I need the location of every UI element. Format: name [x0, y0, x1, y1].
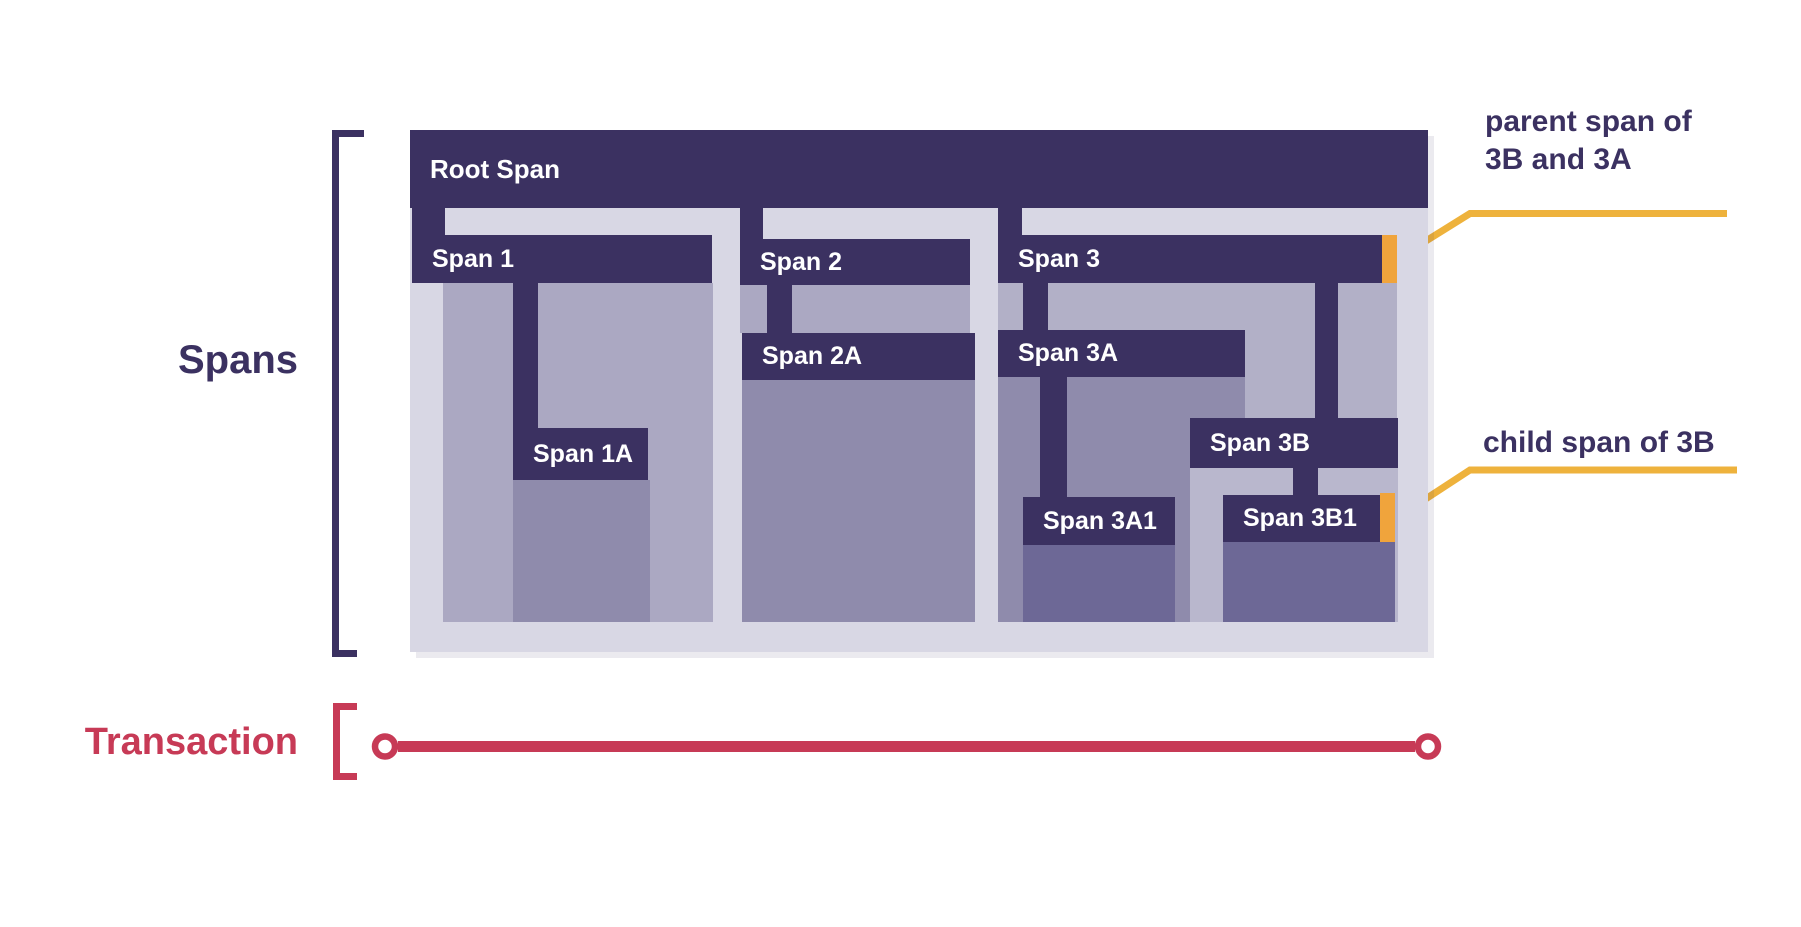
span3b1-body	[1223, 542, 1395, 622]
span3a-to-span3a1-connector	[1040, 377, 1067, 497]
span2-to-span2a-connector	[767, 285, 792, 333]
span3b-label: Span 3B	[1210, 428, 1311, 457]
span2a-bar: Span 2A	[742, 333, 975, 380]
span3b1-label: Span 3B1	[1243, 504, 1357, 532]
span3b1-bar: Span 3B1	[1223, 495, 1380, 542]
span1-to-span1a-connector	[513, 283, 538, 428]
child-span-annotation: child span of 3B	[1483, 426, 1715, 459]
parent-annotation-line2: 3B and 3A	[1485, 143, 1632, 176]
trace-container: Root Span Span 1 Span 1A Span 2 Span 2A …	[410, 130, 1428, 652]
transaction-start-circle	[371, 733, 399, 760]
span2a-label: Span 2A	[762, 342, 863, 370]
span3-label: Span 3	[1018, 244, 1100, 273]
child-annotation-line	[1396, 466, 1737, 520]
span2a-body	[742, 380, 975, 622]
span3-to-span3b-connector	[1315, 283, 1338, 418]
span3b-to-span3b1-connector	[1293, 468, 1318, 495]
span3-bar: Span 3	[998, 235, 1397, 283]
span1a-bar: Span 1A	[513, 428, 648, 480]
parent-annotation-line	[1395, 210, 1727, 262]
span1-bar: Span 1	[412, 235, 712, 283]
parent-annotation-line1: parent span of	[1485, 105, 1692, 138]
root-to-span2-connector	[740, 208, 763, 239]
spans-bracket	[332, 130, 364, 657]
span2-label: Span 2	[760, 247, 842, 276]
span3a1-bar: Span 3A1	[1023, 497, 1175, 545]
span3a1-label: Span 3A1	[1043, 506, 1157, 535]
root-span-label: Root Span	[430, 153, 560, 184]
spans-label: Spans	[177, 338, 298, 382]
span3-to-span3a-connector	[1023, 283, 1048, 330]
parent-span-end-marker	[1382, 235, 1397, 283]
root-span-bar: Root Span	[410, 130, 1428, 208]
transaction-end-circle	[1414, 733, 1442, 760]
span3b-bar: Span 3B	[1190, 418, 1398, 468]
span1a-label: Span 1A	[533, 439, 634, 468]
span1a-body	[513, 480, 650, 622]
span3a1-body	[1023, 545, 1175, 622]
root-to-span1-connector	[412, 208, 445, 235]
parent-span-annotation: parent span of 3B and 3A	[1485, 103, 1692, 179]
transaction-label: Transaction	[84, 721, 298, 763]
span3a-label: Span 3A	[1018, 339, 1119, 367]
transaction-bracket	[333, 703, 357, 780]
root-to-span3-connector	[998, 208, 1022, 235]
span3a-bar: Span 3A	[998, 330, 1245, 377]
child-span-end-marker	[1380, 493, 1395, 542]
span1-label: Span 1	[432, 244, 514, 273]
span2-bar: Span 2	[740, 239, 970, 285]
